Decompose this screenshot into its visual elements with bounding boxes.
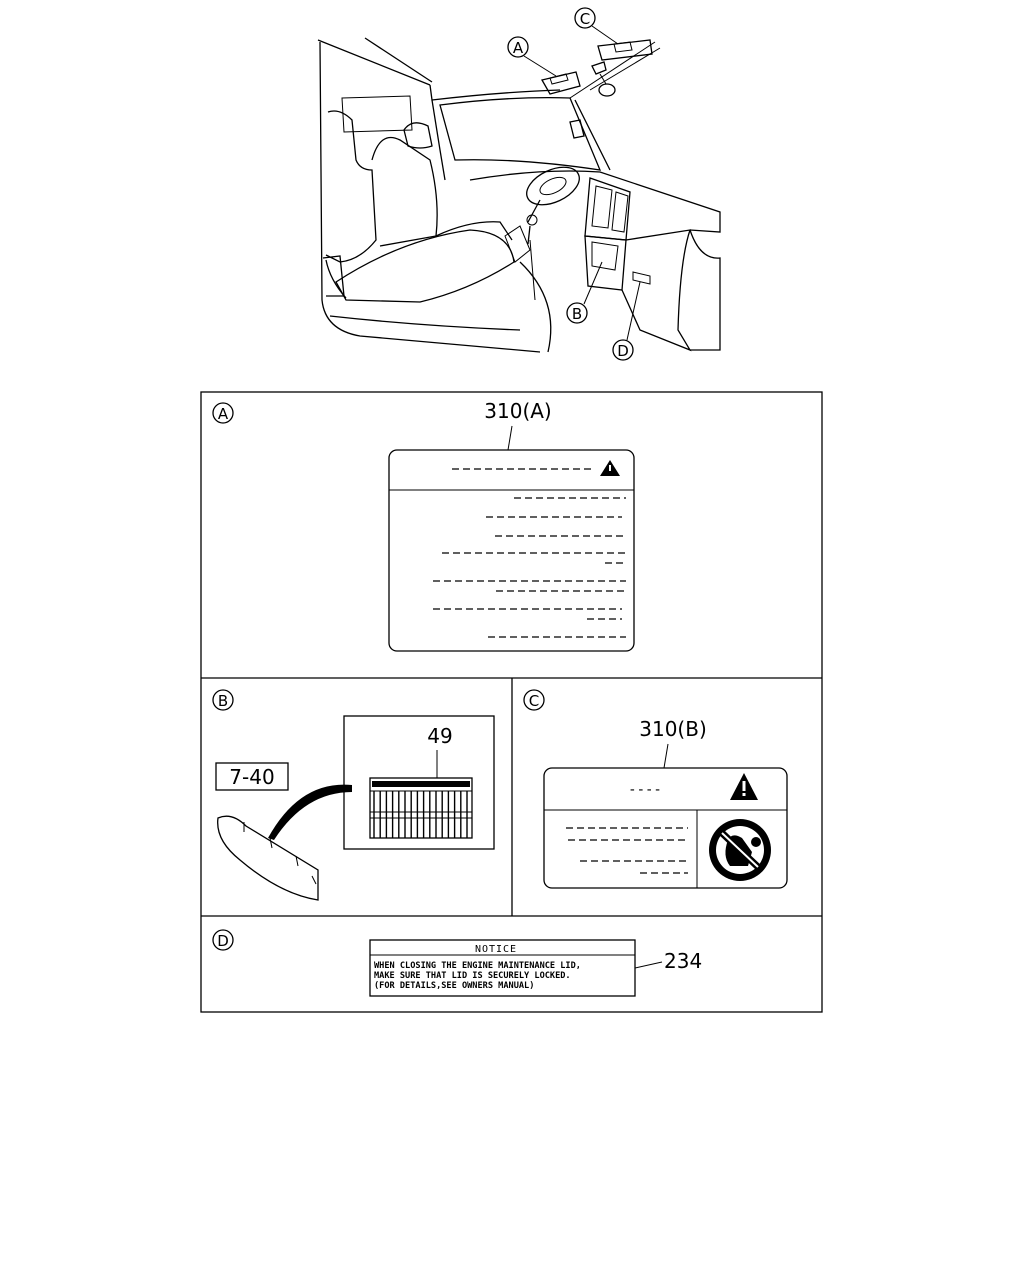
label-c-location [613,41,633,53]
notice-line-3: (FOR DETAILS,SEE OWNERS MANUAL) [374,981,534,991]
warning-triangle-icon [600,460,620,476]
svg-text:B: B [572,305,582,323]
label-sticker-icon [369,777,473,839]
part-number-box [215,762,289,791]
panel-a: A 310(A) [212,399,635,652]
notice-title: NOTICE [475,944,517,955]
callout-a: A [507,36,557,77]
part-number-310a: 310(A) [484,399,551,423]
no-child-seat-icon [709,819,771,881]
panel-c: C 310(B) ---- [523,689,788,889]
glove-box-lid [217,815,319,901]
svg-text:A: A [513,39,524,57]
warning-label-c [543,767,788,889]
svg-text:C: C [580,10,590,28]
panel-c-letter: C [529,692,539,710]
sun-visor-right [597,39,653,61]
part-number-234: 234 [664,949,702,973]
warning-label-a [388,449,635,652]
callout-c: C [574,7,619,45]
callout-b: B [566,261,603,324]
panel-b-letter: B [218,692,228,710]
warning-triangle-icon [730,773,758,800]
pointer-arrow [268,784,352,840]
notice-line-1: WHEN CLOSING THE ENGINE MAINTENANCE LID, [374,961,581,971]
panel-a-letter: A [218,405,229,423]
cab-interior-illustration [317,37,721,353]
part-number-7-40: 7-40 [229,765,274,789]
callout-d: D [612,281,641,361]
label-d-location [632,271,651,285]
panel-d-letter: D [217,932,229,950]
detail-panels-frame [200,391,823,1013]
label-c-header: ---- [628,782,662,798]
part-number-49: 49 [427,724,452,748]
panel-b: B 7-40 49 [212,689,495,901]
part-number-310b: 310(B) [639,717,707,741]
svg-text:D: D [617,342,629,360]
label-a-location [549,73,569,85]
label-detail-box [343,715,495,850]
panel-d: D NOTICE WHEN CLOSING THE ENGINE MAINTEN… [212,929,702,997]
notice-line-2: MAKE SURE THAT LID IS SECURELY LOCKED. [374,971,571,981]
